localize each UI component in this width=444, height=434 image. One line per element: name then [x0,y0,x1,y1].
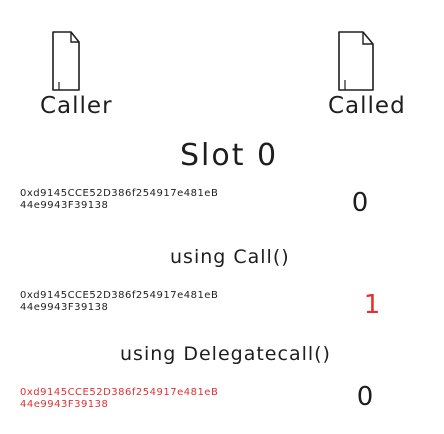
initial-address: 0xd9145CCE52D386f254917e481eB44e9943F391… [20,188,219,211]
initial-value: 0 [351,188,369,218]
call-address: 0xd9145CCE52D386f254917e481eB44e9943F391… [20,290,219,313]
caller-document-icon [49,30,119,92]
call-section-label: using Call() [170,246,290,268]
delegatecall-section-label: using Delegatecall() [120,343,331,365]
caller-label: Caller [40,93,113,119]
delegatecall-value: 0 [356,382,374,412]
delegatecall-address: 0xd9145CCE52D386f254917e481eB44e9943F391… [20,387,219,410]
call-value: 1 [363,290,381,320]
slot-title: Slot 0 [180,138,279,173]
called-label: Called [328,93,406,119]
called-document-icon [337,30,407,92]
